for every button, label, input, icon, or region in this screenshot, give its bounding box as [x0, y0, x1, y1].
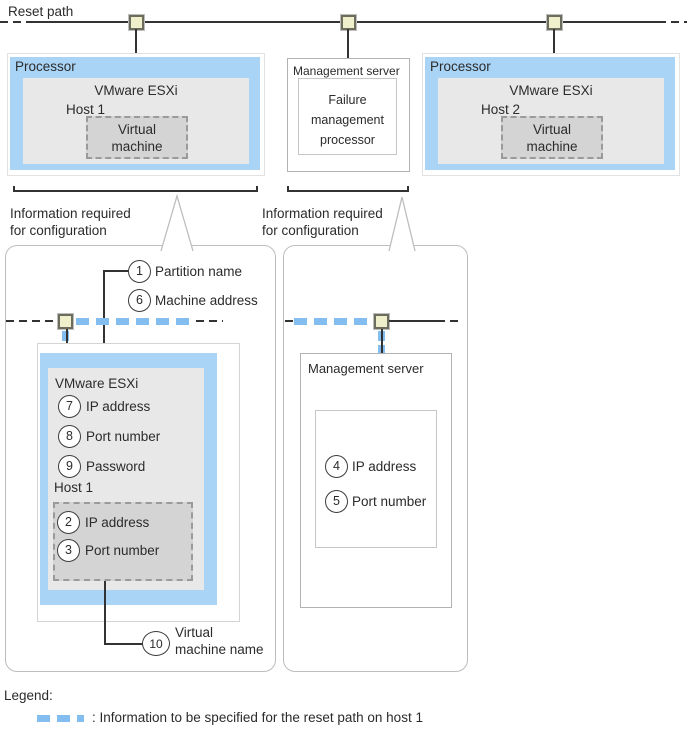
callout-circle-1: 1 [128, 260, 151, 283]
partition-callout-line-h [103, 270, 129, 272]
vm-name-callout-line-v [104, 581, 106, 645]
legend-blue-dash-sample [37, 715, 84, 722]
callout-circle-6: 6 [128, 289, 151, 312]
connector-drop-line-3 [553, 29, 555, 55]
connector-drop-line-2 [347, 29, 349, 58]
callout-label-8: Port number [86, 429, 161, 444]
processor2-title: Processor [430, 59, 491, 74]
left-connector-blue-drop [62, 331, 69, 353]
processor1-host-label: Host 1 [66, 102, 106, 117]
reset-path-label: Reset path [8, 4, 74, 19]
left-reset-line-dash-2 [196, 320, 223, 322]
callout-label-9: Password [86, 459, 146, 474]
network-connector-3 [547, 15, 562, 30]
callout-label-2: IP address [85, 515, 150, 530]
bracket-processor1 [13, 186, 258, 192]
processor1-hypervisor-label: VMware ESXi [94, 83, 178, 98]
reset-path-line-dash-right [658, 21, 687, 23]
right-inner-box [315, 410, 437, 548]
info-required-right: Information required for configuration [262, 206, 383, 238]
callout-label-3: Port number [85, 543, 160, 558]
info-required-left: Information required for configuration [10, 206, 131, 238]
partition-callout-line-v [103, 270, 105, 356]
right-management-server-title: Management server [308, 361, 424, 376]
callout-circle-4: 4 [325, 455, 348, 478]
reset-path-line-dash-left [0, 21, 26, 23]
processor1-title: Processor [15, 59, 76, 74]
right-network-connector [374, 314, 389, 329]
callout-circle-9: 9 [58, 455, 81, 478]
network-connector-2 [341, 15, 356, 30]
callout-pointer-left [160, 194, 194, 252]
legend-entry: : Information to be specified for the re… [92, 710, 423, 725]
vm-name-callout-line-h [104, 643, 144, 645]
callout-circle-7: 7 [58, 395, 81, 418]
processor2-host-label: Host 2 [481, 102, 521, 117]
failure-management-processor-box: Failure management processor [298, 78, 397, 155]
right-reset-line-dash-1 [285, 320, 293, 322]
connector-drop-line-1 [135, 29, 137, 55]
callout-circle-10: 10 [142, 631, 170, 656]
processor2-vm-box: Virtual machine [501, 116, 603, 159]
callout-label-4: IP address [352, 459, 417, 474]
callout-label-1: Partition name [155, 264, 243, 279]
management-server-title: Management server [293, 64, 400, 78]
processor2-hypervisor-label: VMware ESXi [509, 83, 593, 98]
left-host-label: Host 1 [54, 480, 94, 495]
callout-circle-2: 2 [57, 511, 80, 534]
left-hypervisor-title: VMware ESXi [55, 376, 139, 391]
left-reset-line-dash-1 [6, 320, 56, 322]
callout-circle-5: 5 [325, 490, 348, 513]
network-connector-1 [129, 15, 144, 30]
right-reset-line-dash-2 [437, 320, 458, 322]
callout-circle-8: 8 [58, 425, 81, 448]
callout-circle-3: 3 [57, 539, 80, 562]
right-reset-line-blue-dashes [294, 318, 373, 325]
bracket-management [287, 186, 409, 192]
callout-pointer-right [388, 196, 416, 252]
processor1-vm-box: Virtual machine [86, 116, 188, 159]
legend-title: Legend: [4, 688, 53, 703]
left-connector-drop-line [66, 329, 68, 355]
left-network-connector [58, 314, 73, 329]
callout-label-5: Port number [352, 494, 427, 509]
callout-label-6: Machine address [155, 293, 258, 308]
right-connector-drop-line [381, 329, 383, 355]
callout-label-7: IP address [86, 399, 151, 414]
right-reset-line-solid [389, 320, 437, 322]
left-reset-line-blue-dashes [76, 318, 195, 325]
callout-label-10: Virtual machine name [175, 625, 264, 657]
